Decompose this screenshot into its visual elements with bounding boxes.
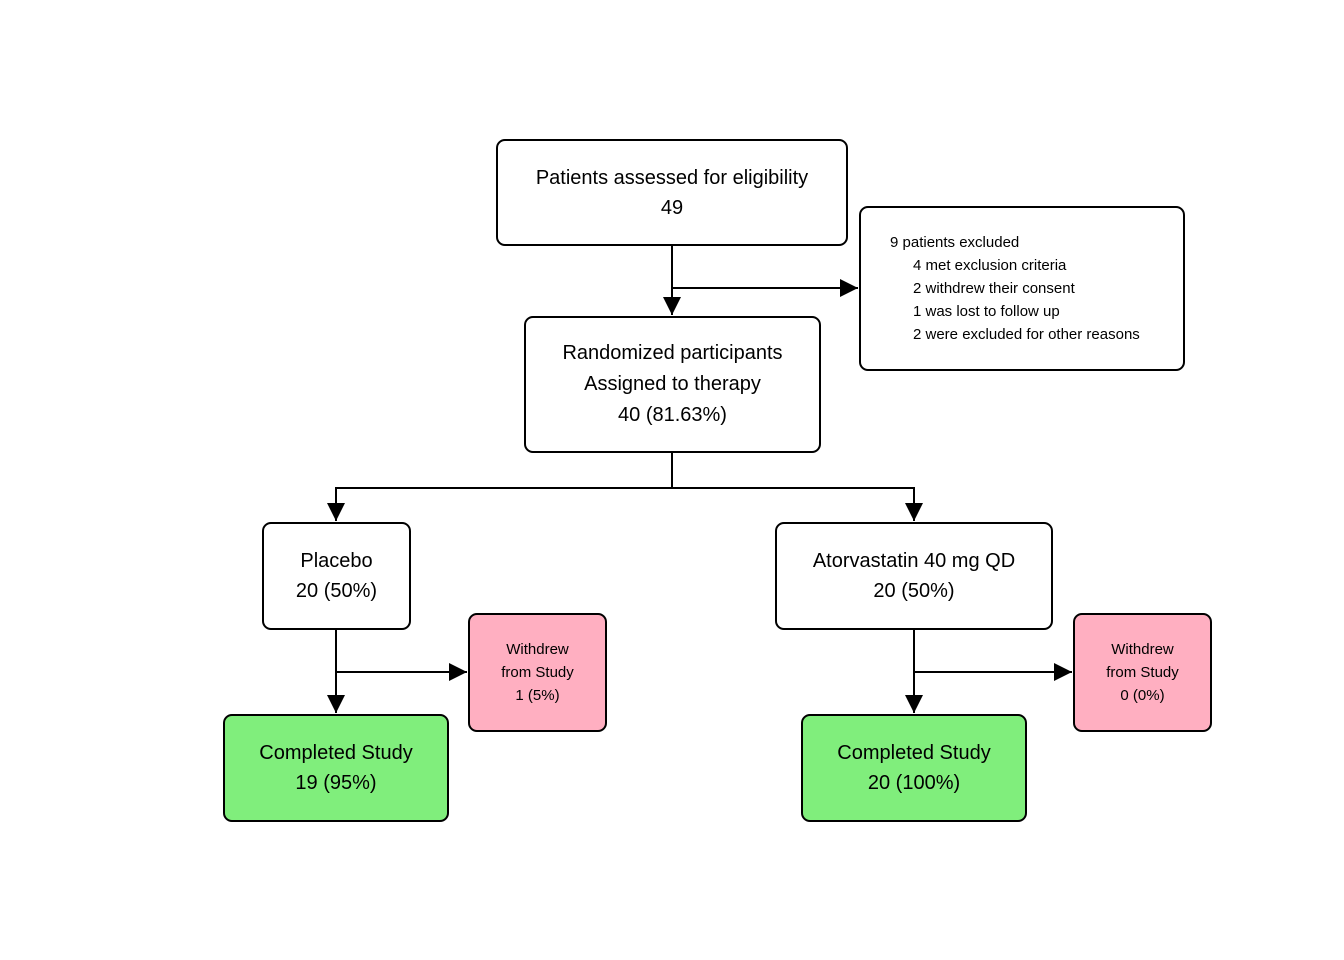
- node-placebo-title: Placebo: [300, 550, 373, 572]
- node-randomized-count: 40 (81.63%): [618, 404, 727, 426]
- node-placebo: Placebo 20 (50%): [262, 522, 411, 630]
- excluded-reason: 4 met exclusion criteria: [913, 257, 1067, 274]
- node-withdrew-placebo: Withdrew from Study 1 (5%): [468, 613, 607, 732]
- node-assessed-title: Patients assessed for eligibility: [535, 166, 809, 189]
- node-withdrew-placebo-line2: from Study: [501, 664, 574, 681]
- node-withdrew-placebo-line1: Withdrew: [506, 641, 569, 658]
- node-completed-atorvastatin-title: Completed Study: [837, 742, 991, 764]
- node-completed-atorvastatin-count: 20 (100%): [867, 772, 961, 794]
- node-randomized-line2: Assigned to therapy: [584, 373, 761, 395]
- node-randomized: Randomized participants Assigned to ther…: [524, 316, 821, 453]
- excluded-reason: 2 withdrew their consent: [913, 280, 1075, 297]
- node-completed-placebo: Completed Study 19 (95%): [223, 714, 449, 822]
- node-placebo-count: 20 (50%): [295, 580, 378, 602]
- node-excluded: 9 patients excluded 4 met exclusion crit…: [859, 206, 1185, 371]
- node-excluded-title: 9 patients excluded: [890, 234, 1020, 251]
- node-completed-placebo-title: Completed Study: [259, 742, 413, 764]
- excluded-reason: 1 was lost to follow up: [913, 303, 1060, 320]
- node-atorvastatin-title: Atorvastatin 40 mg QD: [812, 550, 1016, 572]
- node-atorvastatin-count: 20 (50%): [873, 580, 955, 602]
- excluded-reason: 2 were excluded for other reasons: [913, 326, 1140, 343]
- node-atorvastatin: Atorvastatin 40 mg QD 20 (50%): [775, 522, 1053, 630]
- node-withdrew-atorvastatin-count: 0 (0%): [1120, 687, 1165, 704]
- node-withdrew-atorvastatin-line2: from Study: [1106, 664, 1179, 681]
- node-withdrew-placebo-count: 1 (5%): [515, 687, 560, 704]
- node-withdrew-atorvastatin-line1: Withdrew: [1111, 641, 1174, 658]
- node-withdrew-atorvastatin: Withdrew from Study 0 (0%): [1073, 613, 1212, 732]
- node-completed-atorvastatin: Completed Study 20 (100%): [801, 714, 1027, 822]
- node-randomized-line1: Randomized participants: [562, 342, 783, 364]
- node-assessed-count: 49: [660, 196, 684, 219]
- node-completed-placebo-count: 19 (95%): [295, 772, 377, 794]
- node-assessed-for-eligibility: Patients assessed for eligibility 49: [496, 139, 848, 246]
